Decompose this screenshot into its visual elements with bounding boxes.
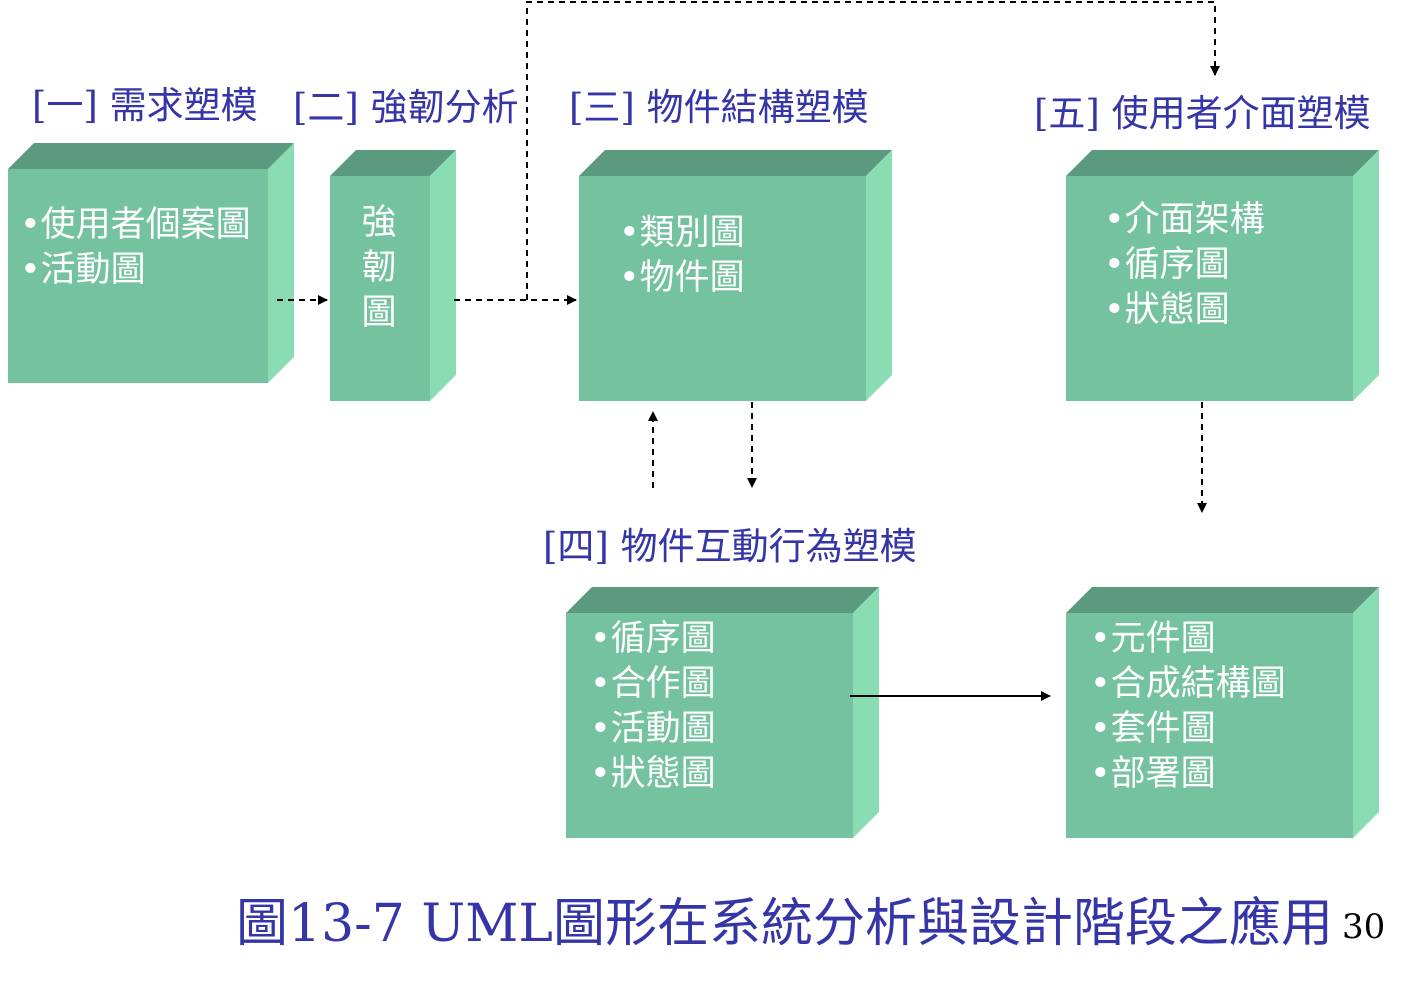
box-side-face	[268, 143, 294, 383]
list-item: •部署圖	[1090, 754, 1216, 794]
list-item: •合作圖	[590, 664, 716, 704]
stage-3-item-list: •類別圖 •物件圖	[619, 211, 745, 301]
stage-4-title: [四] 物件互動行為塑模	[543, 525, 917, 568]
page-number: 30	[1342, 907, 1386, 947]
list-item: •合成結構圖	[1090, 664, 1286, 704]
stage-3-box: •類別圖 •物件圖	[579, 150, 892, 401]
box-side-face	[1353, 587, 1379, 838]
stage-5-title: [五] 使用者介面塑模	[1034, 92, 1371, 135]
box-top-face	[1066, 587, 1379, 613]
list-item: •物件圖	[619, 258, 745, 298]
box-side-face	[1353, 150, 1379, 401]
stage-6-item-list: •元件圖 •合成結構圖 •套件圖 •部署圖	[1090, 617, 1286, 797]
vertical-char: 圖	[361, 293, 397, 333]
box-top-face	[8, 143, 294, 169]
box-side-face	[853, 587, 879, 838]
list-item: •狀態圖	[590, 754, 716, 794]
arrow-stage2-to-stage5	[526, 1, 1220, 300]
stage-2-title: [二] 強韌分析	[293, 86, 519, 129]
stage-1-box: •使用者個案圖 •活動圖	[8, 143, 294, 383]
vertical-char: 強	[361, 203, 397, 243]
stage-6-box: •元件圖 •合成結構圖 •套件圖 •部署圖	[1066, 587, 1379, 838]
list-item: •使用者個案圖	[20, 205, 251, 245]
vertical-char: 韌	[361, 248, 397, 288]
box-side-face	[430, 150, 456, 401]
box-front-face	[330, 176, 430, 401]
list-item: •類別圖	[619, 213, 745, 253]
box-front-face	[8, 169, 268, 383]
box-front-face	[566, 613, 853, 838]
stage-4-box: •循序圖 •合作圖 •活動圖 •狀態圖	[566, 587, 879, 838]
stage-1-item-list: •使用者個案圖 •活動圖	[20, 203, 251, 293]
list-item: •介面架構	[1104, 200, 1265, 240]
stage-2-box: 強 韌 圖	[330, 150, 456, 401]
box-top-face	[566, 587, 879, 613]
list-item: •活動圖	[20, 250, 146, 290]
box-side-face	[866, 150, 892, 401]
list-item: •套件圖	[1090, 709, 1216, 749]
list-item: •活動圖	[590, 709, 716, 749]
box-top-face	[579, 150, 892, 176]
robustness-diagram-label: 強 韌 圖	[359, 201, 399, 336]
box-front-face	[1066, 613, 1353, 838]
stage-5-box: •介面架構 •循序圖 •狀態圖	[1066, 150, 1379, 401]
stage-3-title: [三] 物件結構塑模	[569, 86, 869, 129]
box-front-face	[579, 176, 866, 401]
list-item: •循序圖	[590, 619, 716, 659]
stage-4-item-list: •循序圖 •合作圖 •活動圖 •狀態圖	[590, 617, 716, 797]
list-item: •元件圖	[1090, 619, 1216, 659]
list-item: •循序圖	[1104, 245, 1230, 285]
box-front-face	[1066, 176, 1353, 401]
figure-caption: 圖13-7 UML圖形在系統分析與設計階段之應用	[236, 894, 1333, 954]
box-top-face	[1066, 150, 1379, 176]
list-item: •狀態圖	[1104, 290, 1230, 330]
stage-1-title: [一] 需求塑模	[32, 84, 258, 127]
stage-5-item-list: •介面架構 •循序圖 •狀態圖	[1104, 198, 1265, 333]
